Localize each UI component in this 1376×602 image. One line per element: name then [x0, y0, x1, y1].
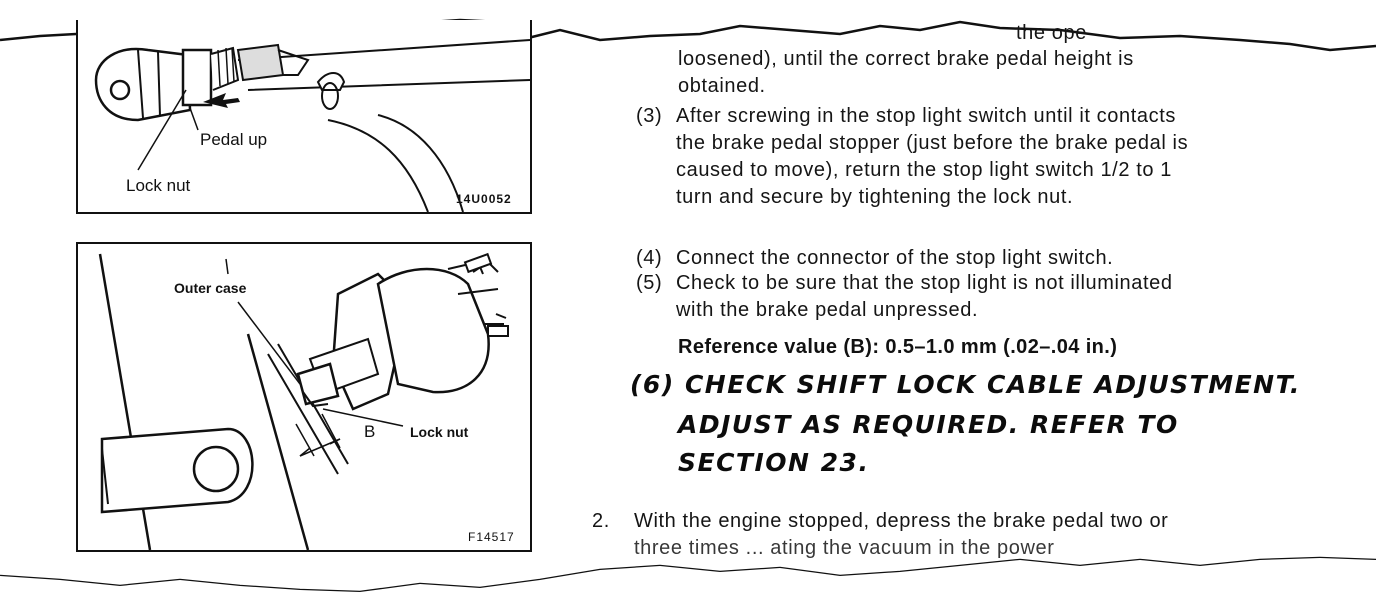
- label-dimension-b: B: [364, 422, 376, 441]
- handwritten-line-1: (6) CHECK SHIFT LOCK CABLE ADJUSTMENT.: [630, 370, 1301, 399]
- step-3-line-3: caused to move), return the stop light s…: [676, 159, 1172, 181]
- step-4-number: (4): [636, 247, 663, 269]
- step-2: 2. With the engine stopped, depress the b…: [592, 508, 1168, 562]
- step-4: (4) Connect the connector of the stop lig…: [636, 245, 1113, 272]
- step-2-line-2: three times ... ating the vacuum in the …: [634, 537, 1055, 559]
- handwritten-line-3: SECTION 23.: [678, 448, 870, 477]
- label-lock-nut-top: Lock nut: [126, 176, 191, 195]
- step-5-line-2: with the brake pedal unpressed.: [676, 299, 979, 321]
- figure-code-top: 14U0052: [456, 192, 512, 206]
- figure-pedal-up: Pedal up Lock nut 14U0052: [76, 20, 532, 214]
- step-5: (5) Check to be sure that the stop light …: [636, 270, 1173, 324]
- label-outer-case: Outer case: [174, 280, 247, 296]
- figure-code-bottom: F14517: [468, 530, 515, 544]
- line-loosened: loosened), until the correct brake pedal…: [678, 48, 1134, 70]
- handwritten-line-2: ADJUST AS REQUIRED. REFER TO: [678, 410, 1179, 439]
- step-5-number: (5): [636, 272, 663, 294]
- figure-reference-b: Outer case B Lock nut F14517: [76, 242, 532, 552]
- step-3-number: (3): [636, 105, 663, 127]
- step-5-line-1: Check to be sure that the stop light is …: [676, 272, 1173, 294]
- label-pedal-up: Pedal up: [200, 130, 268, 149]
- line-obtained: obtained.: [678, 75, 766, 97]
- partial-top-line: the ope: [1016, 22, 1087, 44]
- switch-clearance-illustration: [98, 252, 509, 550]
- step-3-line-4: turn and secure by tightening the lock n…: [676, 186, 1074, 208]
- stop-light-switch-illustration: [94, 39, 530, 212]
- step-2-line-1: With the engine stopped, depress the bra…: [634, 510, 1169, 532]
- step-2-number: 2.: [592, 510, 610, 532]
- step-3: (3) After screwing in the stop light swit…: [636, 103, 1188, 211]
- label-lock-nut-bottom: Lock nut: [410, 424, 469, 440]
- step-3-line-1: After screwing in the stop light switch …: [676, 105, 1176, 127]
- step-4-text: Connect the connector of the stop light …: [676, 247, 1114, 269]
- reference-value: Reference value (B): 0.5–1.0 mm (.02–.04…: [678, 336, 1118, 358]
- step-3-line-2: the brake pedal stopper (just before the…: [676, 132, 1189, 154]
